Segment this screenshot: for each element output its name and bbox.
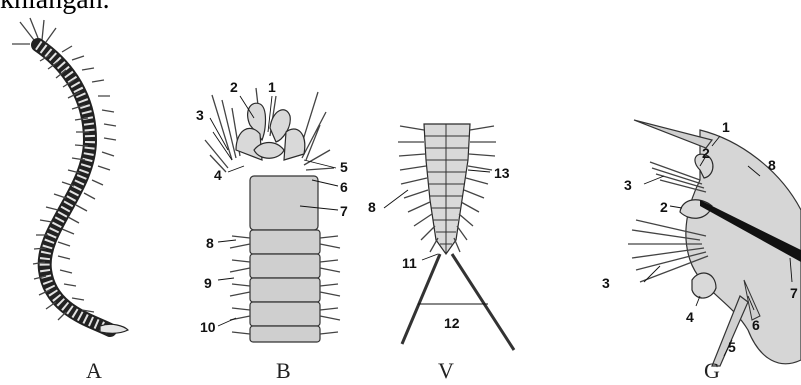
- panel-b-callout-10: 10: [200, 319, 216, 335]
- panel-g-callout-3a: 3: [624, 177, 632, 193]
- panel-v-callout-11: 11: [402, 255, 417, 271]
- panel-g-callout-3b: 3: [602, 275, 610, 291]
- panel-b-callout-9: 9: [204, 275, 212, 291]
- panel-g-callout-4: 4: [686, 309, 694, 325]
- panel-b-callout-2: 2: [230, 79, 238, 95]
- panel-b-callout-8: 8: [206, 235, 214, 251]
- panel-b-callout-1: 1: [268, 79, 276, 95]
- panel-b-callout-3: 3: [196, 107, 204, 123]
- panel-b-callout-6: 6: [340, 179, 348, 195]
- panel-b-label: B: [276, 358, 291, 383]
- panel-v-callout-12: 12: [444, 315, 460, 331]
- panel-g-callout-8: 8: [768, 157, 776, 173]
- panel-v-callout-13: 13: [494, 165, 510, 181]
- panel-g-label: G: [704, 358, 720, 383]
- panel-b-head-drawing: [205, 88, 340, 342]
- panel-v-label: V: [438, 358, 454, 383]
- panel-g-callout-2a: 2: [702, 145, 710, 161]
- panel-b-callout-4: 4: [214, 167, 222, 183]
- panel-a-worm-drawing: [12, 18, 128, 333]
- panel-v-callout-8: 8: [368, 199, 376, 215]
- panel-g-callout-1: 1: [722, 119, 730, 135]
- panel-b-callout-7: 7: [340, 203, 348, 219]
- panel-g-callout-2b: 2: [660, 199, 668, 215]
- panel-g-callout-7: 7: [790, 285, 798, 301]
- panel-g-callout-6: 6: [752, 317, 760, 333]
- panel-b-callout-5: 5: [340, 159, 348, 175]
- panel-g-callout-5: 5: [728, 339, 736, 355]
- panel-a-label: A: [86, 358, 102, 383]
